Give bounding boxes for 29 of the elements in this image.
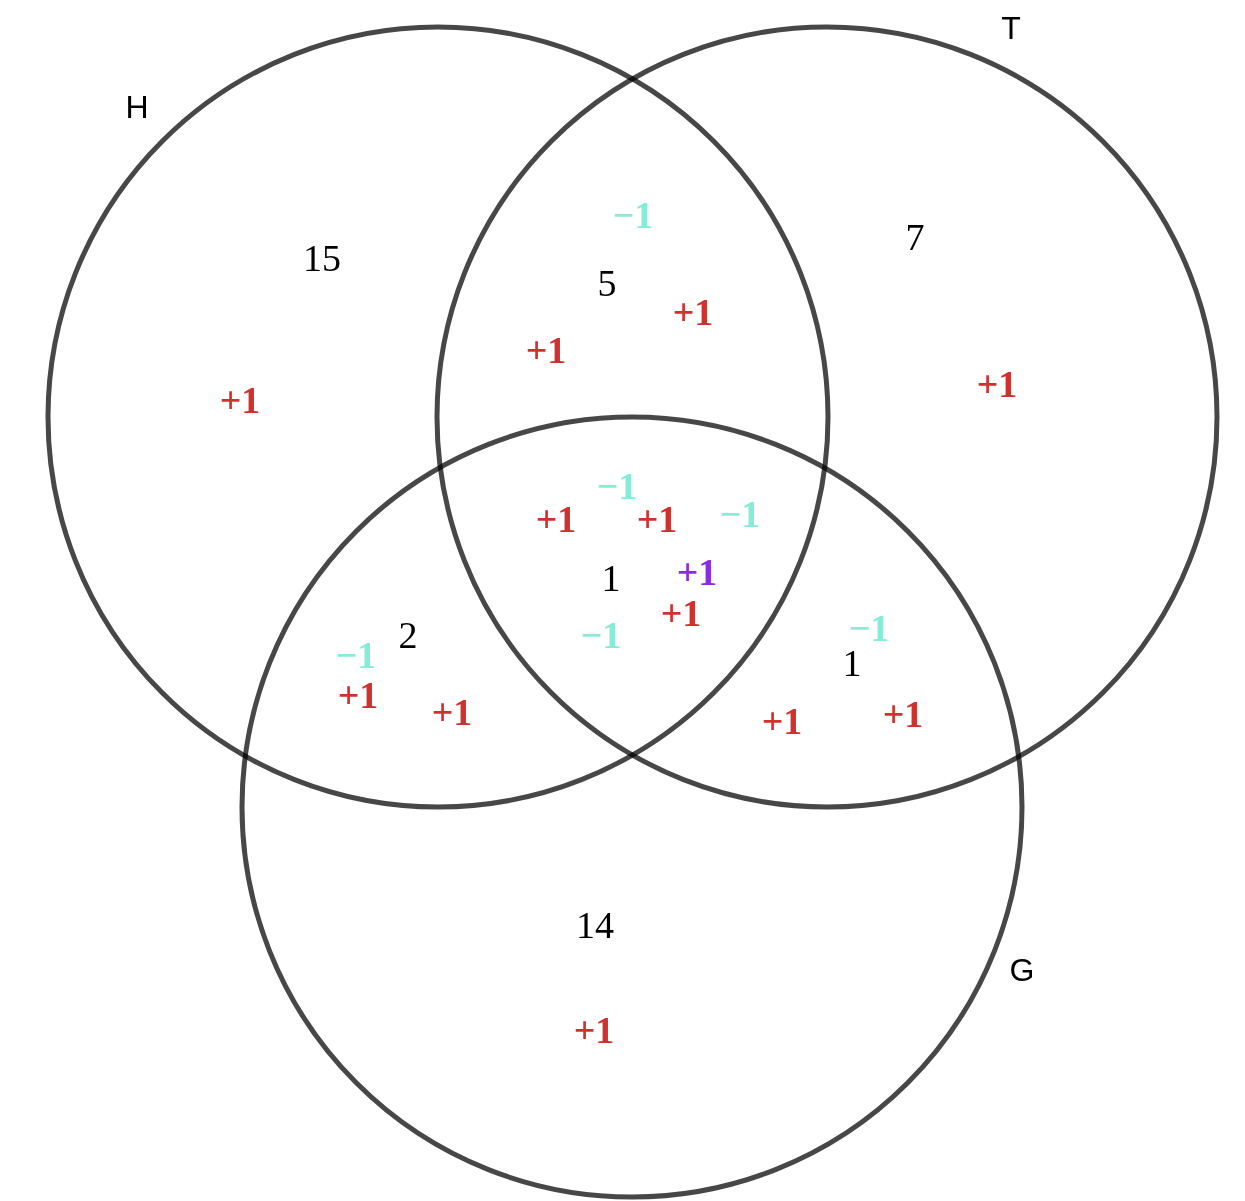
adjustment-value: +1 [636, 500, 678, 538]
adjustment-value: −1 [612, 196, 654, 234]
adjustment-value: +1 [535, 500, 577, 538]
adjustment-value: −1 [596, 467, 638, 505]
region-count: 14 [576, 906, 614, 944]
set-label: H [125, 91, 149, 123]
adjustment-value: −1 [580, 616, 622, 654]
adjustment-value: +1 [431, 693, 473, 731]
set-label: T [1001, 12, 1021, 44]
adjustment-value: −1 [335, 636, 377, 674]
adjustment-value: +1 [573, 1011, 615, 1049]
adjustment-value: +1 [660, 594, 702, 632]
adjustment-value: +1 [337, 676, 379, 714]
adjustment-value: +1 [882, 695, 924, 733]
adjustment-value: −1 [848, 609, 890, 647]
adjustment-value: +1 [676, 553, 718, 591]
region-count: 7 [905, 218, 925, 256]
region-count: 1 [601, 559, 621, 597]
region-count: 1 [842, 644, 862, 682]
adjustment-value: +1 [672, 293, 714, 331]
adjustment-value: +1 [525, 331, 567, 369]
adjustment-value: +1 [219, 381, 261, 419]
adjustment-value: +1 [976, 365, 1018, 403]
adjustment-value: −1 [719, 495, 761, 533]
set-label: G [1009, 954, 1035, 986]
region-count: 5 [597, 264, 617, 302]
adjustment-value: +1 [761, 702, 803, 740]
region-count: 2 [398, 616, 418, 654]
region-count: 15 [303, 239, 341, 277]
